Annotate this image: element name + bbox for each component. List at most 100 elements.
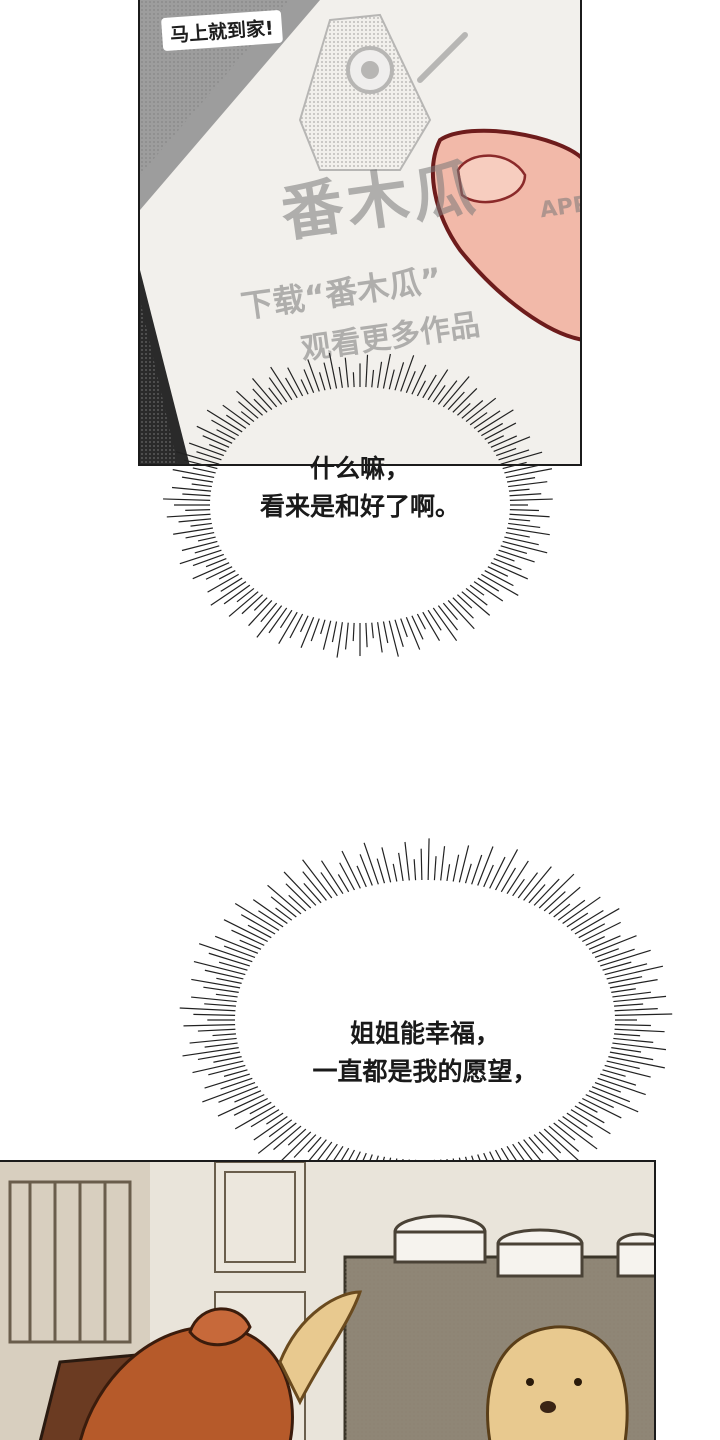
burst-ray — [464, 863, 472, 884]
burst-ray — [289, 613, 304, 639]
burst-ray — [597, 948, 635, 963]
burst-ray — [490, 435, 518, 448]
burst-ray — [473, 581, 504, 602]
burst-ray — [487, 566, 509, 577]
burst-ray — [495, 849, 519, 891]
burst-ray — [359, 854, 373, 886]
burst-ray — [270, 896, 297, 918]
burst-ray — [204, 1003, 236, 1007]
burst-ray — [427, 838, 430, 881]
burst-ray — [484, 570, 514, 587]
burst-ray — [457, 594, 473, 609]
burst-ray — [566, 1112, 588, 1127]
burst-ray — [182, 493, 211, 497]
burst-ray — [394, 362, 405, 391]
burst-ray — [613, 995, 667, 1003]
burst-ray — [500, 451, 543, 465]
burst-ray — [320, 619, 326, 635]
burst-ray — [504, 464, 540, 474]
burst-ray — [323, 362, 332, 390]
burst-ray — [166, 513, 211, 518]
burst-ray — [344, 622, 349, 650]
burst-ray — [234, 903, 280, 931]
burst-bubble-one — [163, 352, 553, 658]
burst-ray — [287, 1128, 307, 1146]
burst-ray — [181, 476, 213, 483]
burst-ray — [442, 602, 458, 621]
burst-ray — [250, 1109, 280, 1128]
bubble-one-line2: 看来是和好了啊。 — [259, 492, 460, 521]
burst-ray — [612, 1042, 667, 1051]
burst-ray — [194, 545, 220, 554]
burst-ray — [543, 891, 566, 912]
burst-ray — [582, 921, 621, 943]
comic-panel-top: 马上就到家! 番木瓜 APP 下载“番木瓜” 观看更多作品 — [138, 0, 582, 466]
burst-ray — [268, 607, 288, 634]
burst-ray — [181, 540, 218, 552]
burst-ray — [465, 587, 488, 606]
burst-ray — [365, 354, 369, 388]
burst-ray — [192, 467, 216, 474]
burst-ray — [268, 1119, 293, 1138]
burst-ray — [437, 605, 458, 631]
burst-ray — [210, 581, 247, 606]
burst-ray — [341, 850, 361, 889]
burst-ray — [597, 1077, 646, 1096]
burst-ray — [371, 369, 375, 388]
burst-ray — [422, 611, 441, 641]
burst-ray — [471, 854, 483, 885]
burst-ray — [204, 1042, 238, 1048]
burst-ray — [182, 1047, 239, 1057]
burst-ray — [594, 1081, 622, 1093]
burst-ray — [178, 518, 212, 523]
burst-ray — [507, 527, 550, 536]
burst-ray — [216, 429, 236, 440]
burst-ray — [344, 357, 349, 388]
burst-ray — [192, 553, 224, 567]
burst-ray — [260, 602, 278, 623]
burst-ray — [611, 988, 636, 993]
burst-ray — [185, 531, 215, 539]
burst-ray — [279, 1131, 312, 1163]
burst-ray — [578, 1101, 598, 1113]
burst-ray — [504, 536, 539, 546]
burst-ray — [225, 414, 247, 429]
burst-ray — [300, 616, 315, 648]
burst-ray — [328, 352, 338, 389]
bubble-one-line1: 什么嘛， — [309, 454, 410, 483]
burst-ray — [352, 622, 355, 642]
burst-ray — [588, 935, 621, 950]
burst-ray — [509, 498, 553, 501]
burst-ray — [461, 400, 484, 419]
burst-ray — [183, 1024, 236, 1027]
burst-ray — [337, 874, 350, 893]
burst-ray — [611, 1047, 642, 1053]
burst-ray — [236, 587, 255, 603]
burst-ray — [189, 1037, 237, 1044]
bubble-one-text: 什么嘛， 看来是和好了啊。 — [160, 450, 560, 526]
burst-ray — [433, 856, 437, 881]
burst-ray — [614, 1028, 665, 1033]
burst-ray — [307, 1136, 322, 1153]
burst-ray — [562, 1116, 593, 1139]
burst-ray — [574, 1105, 605, 1124]
burst-ray — [253, 398, 268, 413]
burst-ray — [310, 618, 320, 642]
burst-ray — [508, 488, 530, 492]
burst-ray — [557, 1119, 598, 1150]
burst-ray — [365, 622, 368, 648]
burst-ray — [500, 545, 528, 555]
burst-ray — [604, 1064, 651, 1078]
burst-ray — [268, 387, 283, 405]
panel-bottom-art — [0, 1162, 654, 1440]
burst-ray — [533, 878, 560, 906]
burst-ray — [206, 409, 243, 433]
burst-ray — [447, 600, 475, 630]
burst-ray — [493, 436, 531, 452]
burst-ray — [223, 584, 251, 605]
burst-ray — [339, 862, 355, 891]
burst-ray — [238, 401, 259, 419]
burst-ray — [481, 573, 519, 596]
burst-ray — [437, 380, 458, 405]
burst-ray — [500, 867, 517, 893]
